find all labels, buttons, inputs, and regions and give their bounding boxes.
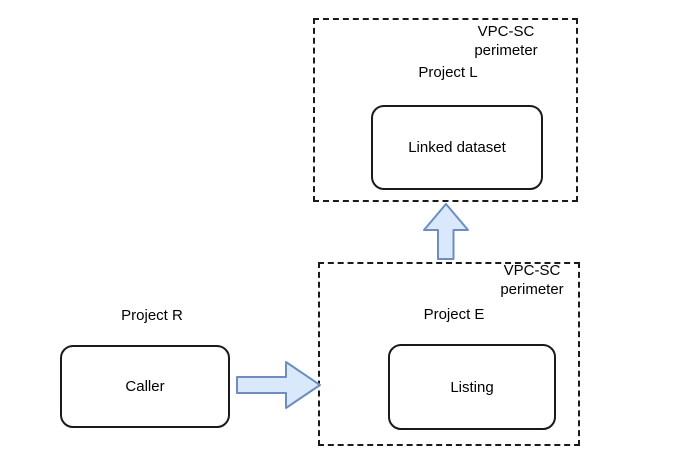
perimeter-top-title: VPC-SC perimeter xyxy=(461,22,551,60)
project-l-label: Project L xyxy=(418,64,478,81)
perimeter-bottom-title-line2: perimeter xyxy=(500,281,564,298)
up-arrow-shape xyxy=(423,203,469,260)
right-arrow-shape xyxy=(236,361,321,409)
right-arrow-icon xyxy=(236,361,321,409)
caller-node-label: Caller xyxy=(125,378,165,395)
perimeter-bottom-title: VPC-SC perimeter xyxy=(487,261,577,299)
listing-node-label: Listing xyxy=(450,378,494,396)
linked-dataset-node: Linked dataset xyxy=(371,105,543,190)
linked-dataset-node-label: Linked dataset xyxy=(408,139,506,156)
caller-node: Caller xyxy=(60,345,230,428)
vpc-sc-perimeter-top xyxy=(313,18,578,202)
perimeter-bottom-title-line1: VPC-SC xyxy=(503,262,561,279)
listing-node: Listing xyxy=(388,344,556,430)
vpc-sc-perimeter-bottom xyxy=(318,262,580,446)
project-e-label: Project E xyxy=(423,306,485,323)
perimeter-top-title-line2: perimeter xyxy=(474,42,538,59)
perimeter-top-title-line1: VPC-SC xyxy=(477,23,535,40)
up-arrow-icon xyxy=(423,203,469,260)
project-r-label: Project R xyxy=(121,307,183,324)
